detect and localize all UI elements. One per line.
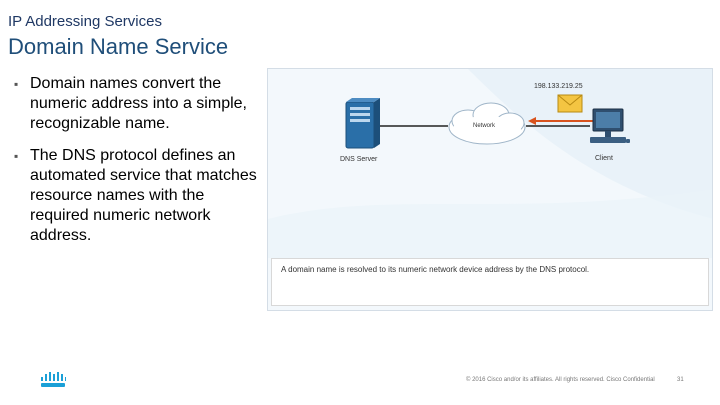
ip-address-label: 198.133.219.25 — [534, 83, 583, 90]
cisco-logo-icon — [41, 372, 66, 387]
envelope-icon — [557, 94, 583, 113]
page-subtitle: IP Addressing Services — [8, 13, 162, 30]
caption-box: A domain name is resolved to its numeric… — [271, 258, 709, 306]
dns-server-label: DNS Server — [340, 156, 378, 163]
dns-diagram: 198.133.219.25 Network DNS Server Client… — [267, 68, 713, 311]
page-title: Domain Name Service — [8, 34, 229, 59]
network-label: Network — [473, 123, 496, 129]
bullet-list: Domain names convert the numeric address… — [14, 74, 264, 258]
bullet-item: Domain names convert the numeric address… — [14, 74, 264, 134]
copyright-footer: © 2016 Cisco and/or its affiliates. All … — [466, 377, 655, 383]
arrow-icon — [528, 117, 593, 125]
figure-caption: A domain name is resolved to its numeric… — [281, 265, 590, 274]
network-cloud-icon — [448, 102, 526, 145]
bullet-item: The DNS protocol defines an automated se… — [14, 146, 264, 246]
page-number: 31 — [677, 377, 684, 383]
client-computer-icon — [590, 108, 630, 143]
diagram-graphics — [268, 69, 712, 258]
client-label: Client — [595, 155, 613, 162]
server-icon — [345, 98, 380, 149]
